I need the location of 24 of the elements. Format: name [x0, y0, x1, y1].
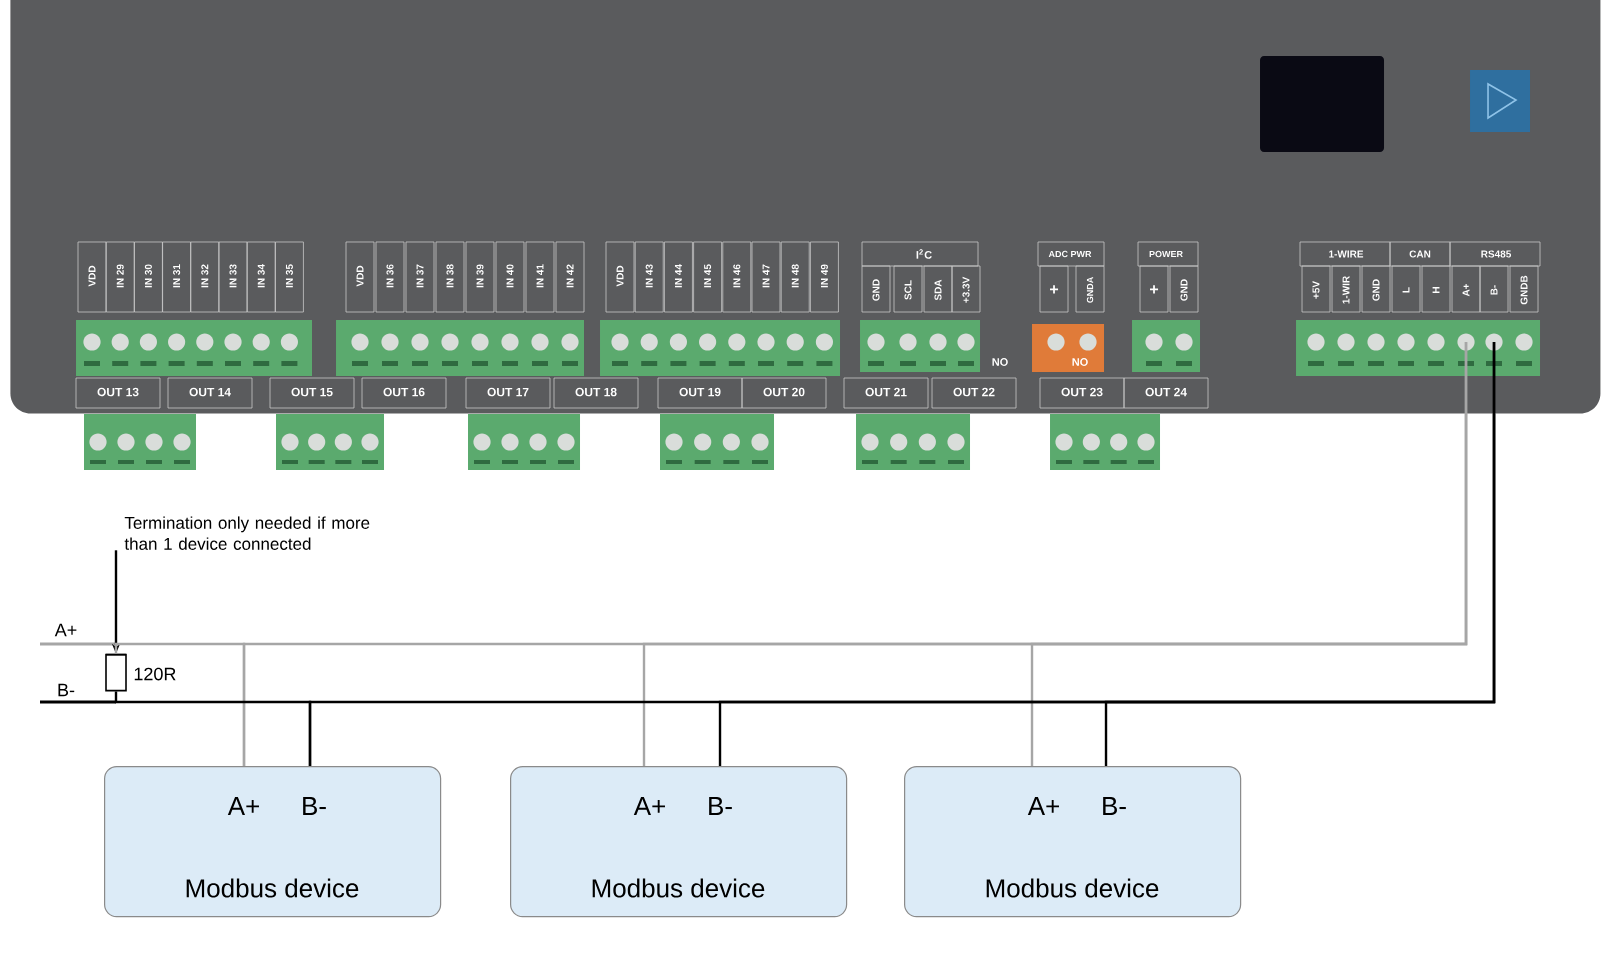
controller-drawing: [10, 0, 1601, 470]
terminal-label: B-: [1103, 797, 1126, 815]
resistor-value: 120R: [134, 667, 176, 681]
bus-wire: [114, 642, 246, 766]
terminal-label: B-: [709, 797, 732, 815]
device-name: Modbus device: [592, 878, 765, 898]
device-box: [510, 766, 848, 918]
note-text: Termination only needed if more than 1 device connected: [124, 516, 370, 550]
resistor-symbol: [105, 653, 127, 692]
bus-wire: [114, 691, 312, 766]
device-box: [904, 766, 1242, 918]
terminal-label: A+: [1027, 797, 1059, 815]
terminal-label: B-: [58, 683, 75, 697]
terminal-label: A+: [54, 623, 77, 637]
terminal-label: A+: [633, 797, 665, 815]
terminal-label: A+: [227, 797, 259, 815]
terminal-label: B-: [303, 797, 326, 815]
device-name: Modbus device: [186, 878, 359, 898]
terminal-label: +: [1050, 285, 1059, 294]
bus-wire: [1104, 414, 1496, 766]
device-name: Modbus device: [986, 878, 1159, 898]
terminal-label: +: [1150, 285, 1159, 294]
bus-wire: [1030, 414, 1468, 766]
device-box: [104, 766, 442, 918]
